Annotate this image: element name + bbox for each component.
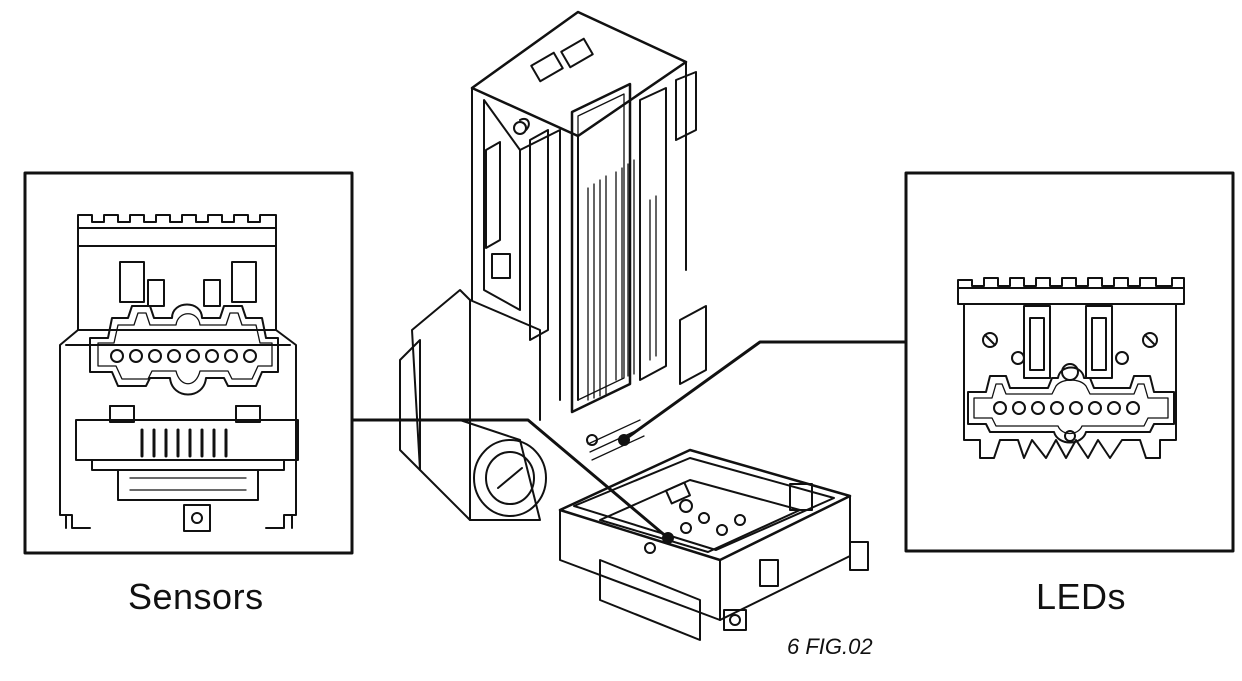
- leds-detail-box: [904, 171, 1235, 553]
- sensor-holes: [110, 349, 257, 363]
- sensor-hole: [186, 349, 200, 363]
- coin-validator-illustration: [399, 10, 869, 641]
- leds-leader-dot: [618, 434, 630, 446]
- led-hole: [1107, 401, 1121, 415]
- sensors-label: Sensors: [128, 576, 264, 617]
- sensor-board-illustration: [59, 214, 299, 532]
- led-hole: [1031, 401, 1045, 415]
- sensor-hole: [148, 349, 162, 363]
- led-hole: [1012, 401, 1026, 415]
- sensor-hole: [167, 349, 181, 363]
- sensors-leader-dot: [662, 532, 674, 544]
- leds-label: LEDs: [1036, 576, 1127, 617]
- leader-lines: [350, 340, 908, 544]
- leds-leader-line: [622, 340, 908, 442]
- figure-label: 6 FIG.02: [787, 634, 873, 659]
- led-hole: [1050, 401, 1064, 415]
- sensor-hole: [110, 349, 124, 363]
- sensor-hole: [205, 349, 219, 363]
- led-hole: [1069, 401, 1083, 415]
- led-hole: [993, 401, 1007, 415]
- sensor-hole: [224, 349, 238, 363]
- led-hole: [1088, 401, 1102, 415]
- led-hole: [1126, 401, 1140, 415]
- led-holes: [993, 401, 1140, 415]
- sensors-leader-line: [350, 418, 670, 540]
- sensors-detail-box: [23, 171, 354, 555]
- led-board-illustration: [957, 277, 1185, 459]
- sensor-hole: [243, 349, 257, 363]
- sensor-hole: [129, 349, 143, 363]
